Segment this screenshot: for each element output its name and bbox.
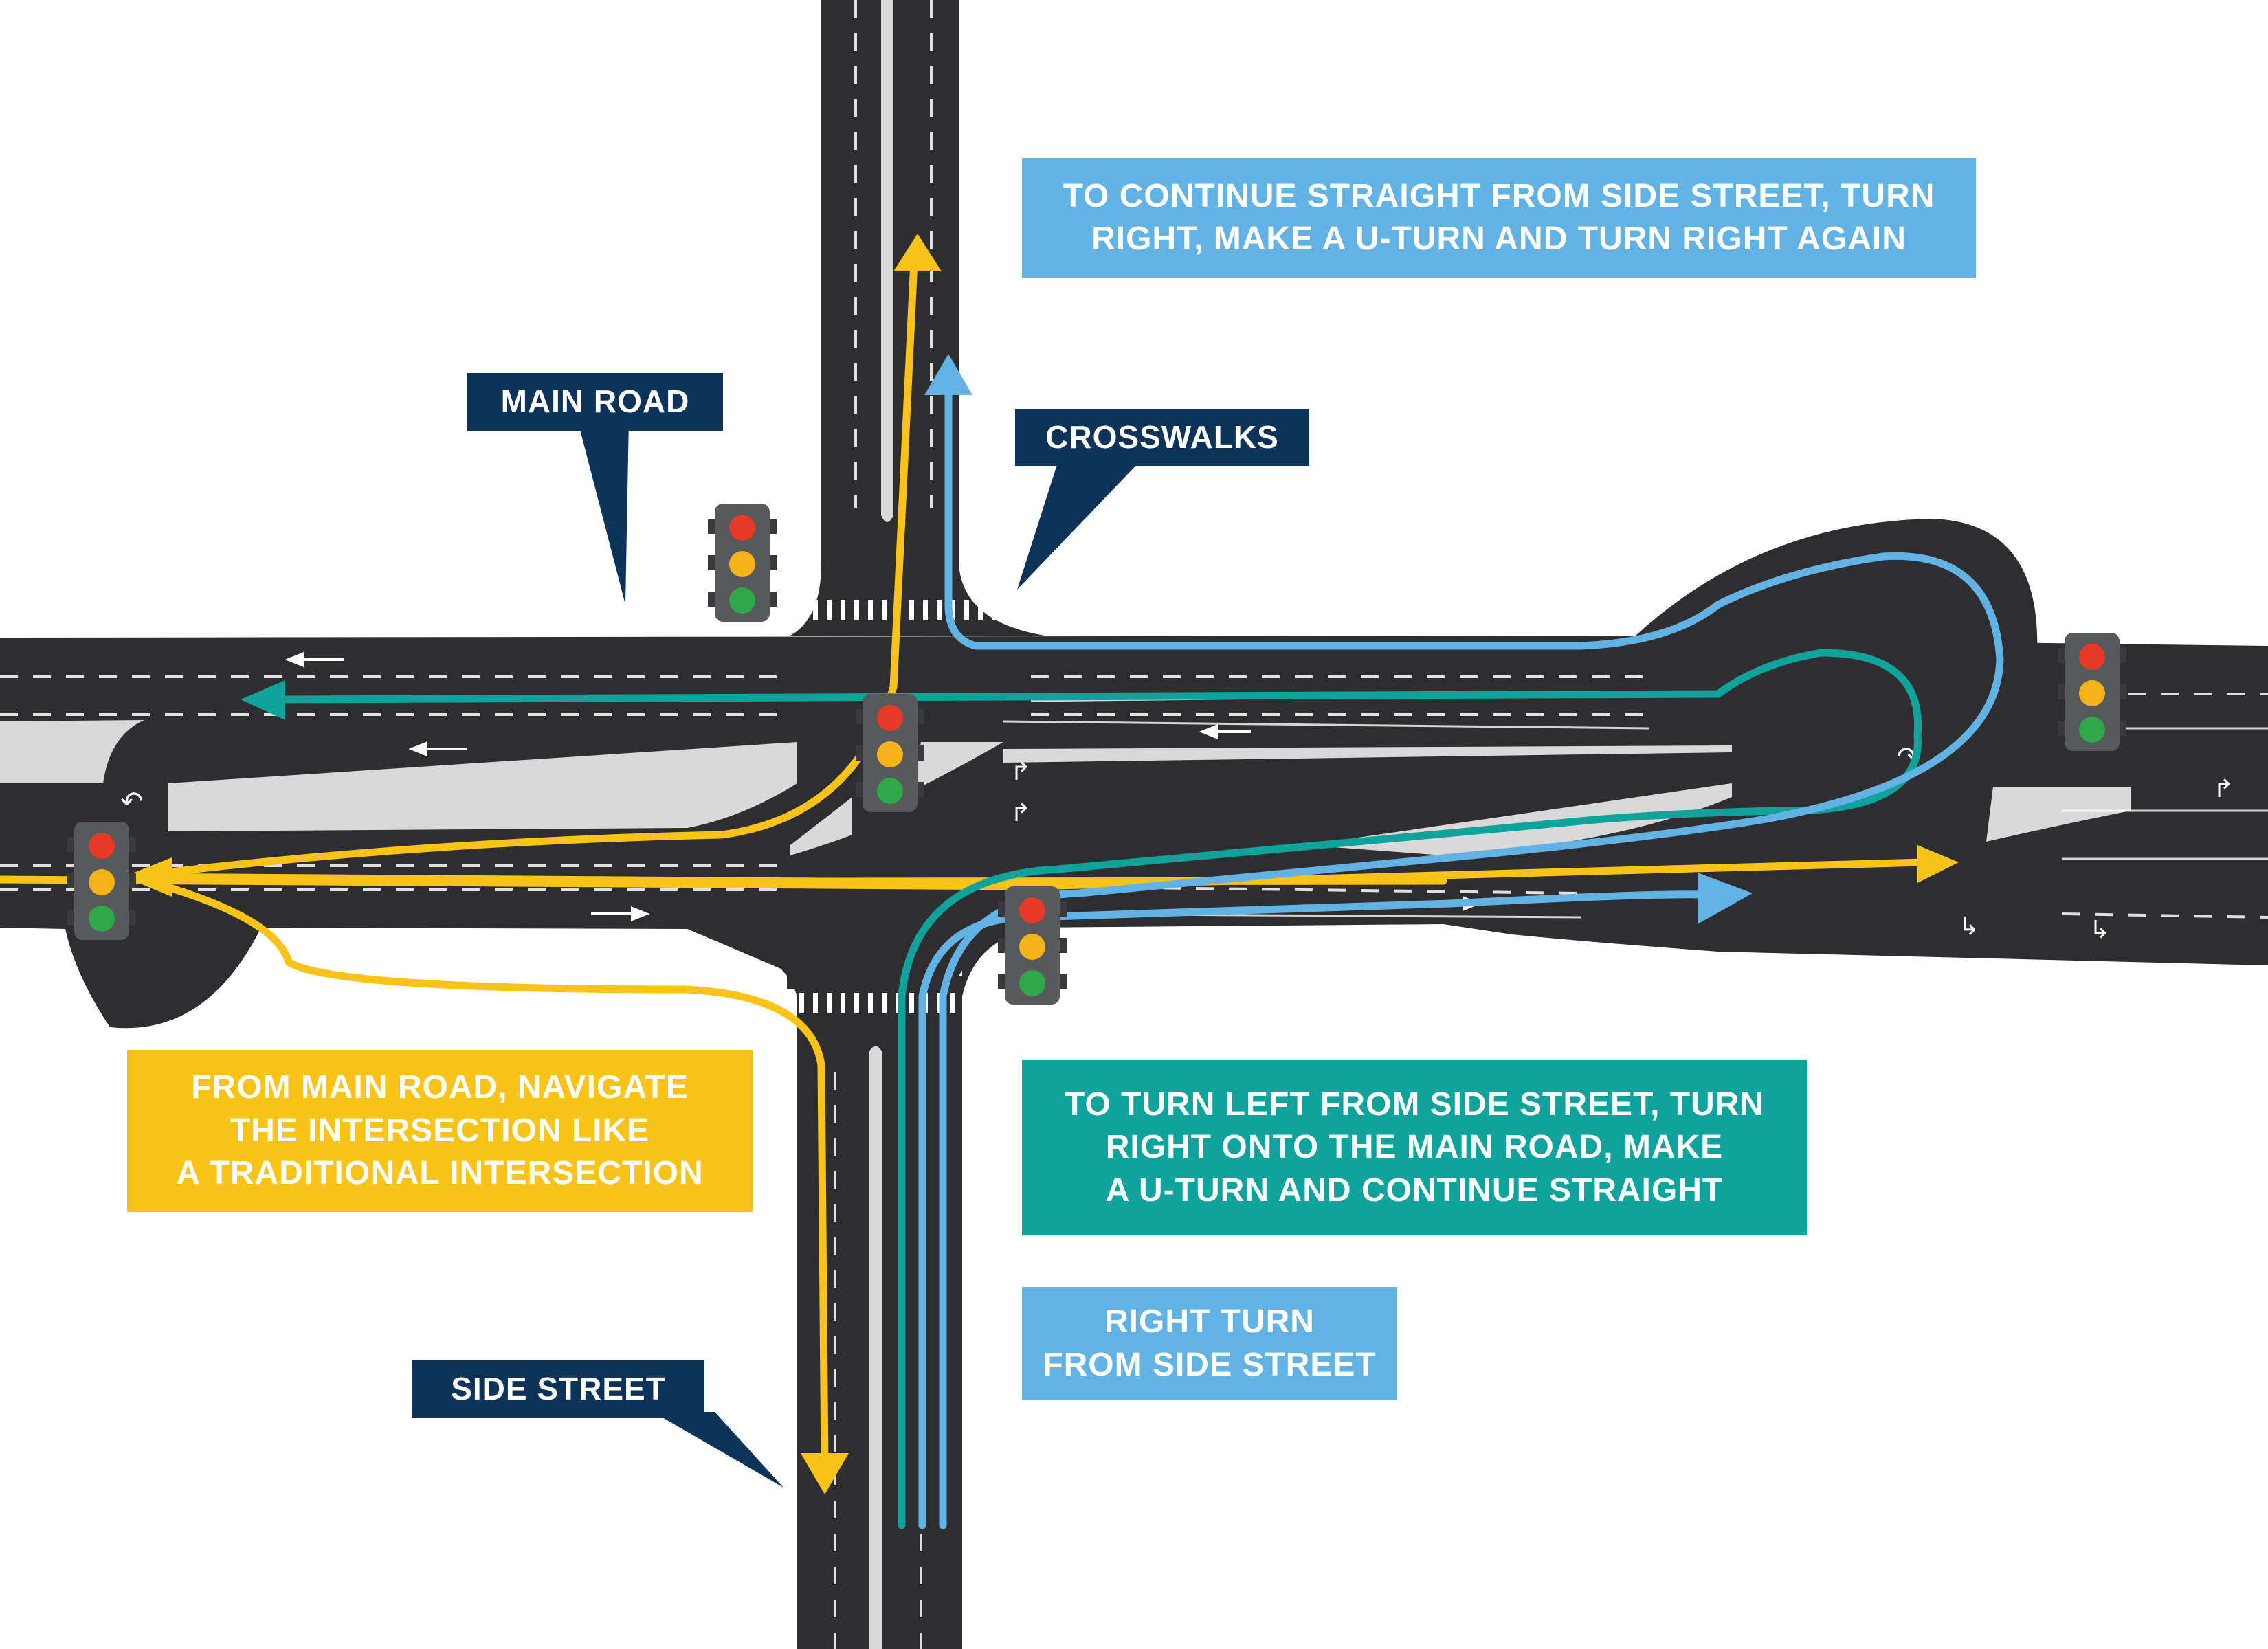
arrow-head-icon — [1698, 873, 1753, 924]
side-street-north — [790, 0, 1045, 636]
center-divider-island — [914, 742, 1003, 790]
arrow-head-icon — [924, 354, 972, 395]
pavement-arrows: ↶ ↷ ↱ ↱ ↱ ↳ ↳ — [120, 652, 2234, 944]
pavement-arrow-west — [1199, 724, 1251, 739]
southwest-corner — [687, 929, 797, 996]
pavement-arrow-east — [591, 906, 650, 921]
yellow-route-left-south — [126, 873, 829, 1474]
side-street-pointer — [653, 1412, 783, 1488]
yellow-route-left-north — [126, 257, 918, 881]
traffic-signal-icon — [708, 504, 777, 622]
crosswalk-south — [777, 993, 962, 1013]
pavement-arrow-west — [408, 741, 467, 756]
turn-left-label: TO TURN LEFT FROM SIDE STREET, TURN RIGH… — [1022, 1060, 1807, 1235]
turn-marking-icon: ↱ — [2213, 775, 2234, 803]
main-road-navigate-label: FROM MAIN ROAD, NAVIGATE THE INTERSECTIO… — [127, 1050, 753, 1212]
arrow-head-icon — [893, 234, 942, 271]
light-blue-route — [918, 384, 2004, 1529]
turn-marking-icon: ↱ — [1010, 799, 1031, 827]
turn-marking-icon: ↳ — [2089, 916, 2110, 944]
arrow-head-icon — [124, 857, 172, 897]
pavement-arrow-west — [285, 652, 344, 667]
light-blue-route-continue-straight — [939, 384, 2004, 1529]
south-divider — [869, 1046, 882, 1649]
teal-route — [271, 649, 1922, 1529]
west-left-island — [168, 742, 797, 831]
east-median-nose — [1986, 787, 2131, 842]
west-median-nose — [0, 720, 144, 783]
traffic-signal-icon — [856, 694, 924, 812]
continue-straight-label: TO CONTINUE STRAIGHT FROM SIDE STREET, T… — [1022, 158, 1976, 278]
arrow-head-icon — [1917, 845, 1959, 883]
traffic-signals — [67, 504, 2126, 1005]
main-road-label: MAIN ROAD — [467, 373, 723, 431]
right-turn-label: RIGHT TURN FROM SIDE STREET — [1022, 1287, 1397, 1400]
crosswalks-pointer — [1017, 460, 1141, 590]
traffic-signal-icon — [2058, 633, 2126, 751]
arrow-head-icon — [241, 680, 285, 720]
west-right-island — [790, 797, 852, 855]
side-street-label: SIDE STREET — [412, 1360, 704, 1418]
turn-marking-icon: ↳ — [1959, 912, 1979, 941]
traffic-signal-icon — [67, 822, 136, 940]
north-divider — [881, 0, 893, 522]
traffic-signal-icon — [998, 886, 1067, 1005]
turn-marking-icon: ↱ — [1010, 758, 1031, 786]
light-blue-route-right-turn — [918, 890, 1709, 1529]
main-road-pointer — [577, 419, 629, 605]
callout-pointers — [577, 419, 1141, 1488]
u-turn-marking-icon: ↶ — [120, 786, 144, 818]
southeast-corner — [962, 928, 1045, 996]
arrow-head-icon — [801, 1453, 849, 1494]
crosswalks-label: CROSSWALKS — [1015, 409, 1309, 466]
east-left-island — [1003, 745, 1732, 763]
